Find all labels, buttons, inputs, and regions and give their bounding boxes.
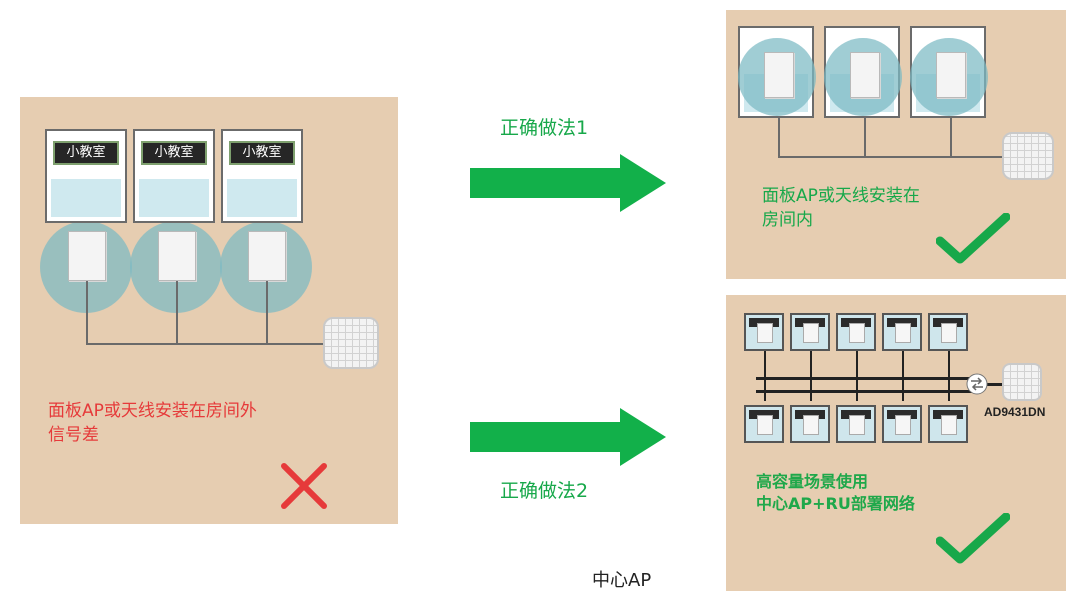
central-ap-device xyxy=(1002,132,1054,180)
cable xyxy=(778,156,1004,158)
cable-bus xyxy=(756,390,976,393)
bottom-label: 中心AP xyxy=(592,570,652,591)
cable xyxy=(950,118,952,158)
panel-ap xyxy=(850,52,880,98)
cable xyxy=(86,343,326,345)
wrong-caption: 面板AP或天线安装在房间外 信号差 xyxy=(48,399,257,447)
classroom-scene xyxy=(51,179,121,217)
mini-room xyxy=(836,405,876,443)
mini-room xyxy=(790,313,830,351)
cable xyxy=(266,281,268,345)
panel-ap xyxy=(68,231,106,281)
room-sign: 小教室 xyxy=(141,141,207,165)
wrong-caption-line2: 信号差 xyxy=(48,425,99,445)
central-ap-device xyxy=(1002,363,1042,401)
classroom-scene xyxy=(227,179,297,217)
method2-label: 正确做法2 xyxy=(500,480,589,502)
cable xyxy=(86,281,88,345)
model-label: AD9431DN xyxy=(984,405,1046,419)
cross-mark-icon xyxy=(281,463,327,509)
cable xyxy=(810,351,812,401)
classroom-scene xyxy=(139,179,209,217)
cable xyxy=(856,351,858,401)
correct-caption-1: 面板AP或天线安装在 房间内 xyxy=(762,184,920,232)
cable xyxy=(176,281,178,345)
correct2-caption-line2: 中心AP+RU部署网络 xyxy=(756,494,915,513)
correct-deployment-panel-1: 面板AP或天线安装在 房间内 xyxy=(726,10,1066,279)
wrong-caption-line1: 面板AP或天线安装在房间外 xyxy=(48,401,257,421)
panel-ap xyxy=(936,52,966,98)
mini-room xyxy=(790,405,830,443)
classroom: 小教室 xyxy=(221,129,303,223)
mini-room xyxy=(744,405,784,443)
cable xyxy=(764,351,766,401)
cable xyxy=(902,351,904,401)
cable-bus xyxy=(756,377,976,380)
central-ap-device xyxy=(323,317,379,369)
classroom: 小教室 xyxy=(133,129,215,223)
switch-icon xyxy=(966,373,988,395)
room-sign: 小教室 xyxy=(53,141,119,165)
panel-ap xyxy=(764,52,794,98)
cable xyxy=(778,118,780,158)
classroom: 小教室 xyxy=(45,129,127,223)
room-sign: 小教室 xyxy=(229,141,295,165)
mini-room xyxy=(882,313,922,351)
cable-bus xyxy=(976,383,1006,386)
arrow-right-icon xyxy=(470,154,666,212)
panel-ap xyxy=(158,231,196,281)
mini-room xyxy=(744,313,784,351)
correct1-caption-line2: 房间内 xyxy=(762,210,813,230)
correct-deployment-panel-2: AD9431DN 高容量场景使用 中心AP+RU部署网络 xyxy=(726,295,1066,591)
cable xyxy=(864,118,866,158)
mini-room xyxy=(928,405,968,443)
method1-label: 正确做法1 xyxy=(500,117,589,139)
mini-room xyxy=(836,313,876,351)
wrong-deployment-panel: 小教室 小教室 小教室 面板AP或天线安装在房间外 信号差 xyxy=(20,97,398,524)
correct2-caption-line1: 高容量场景使用 xyxy=(756,472,869,491)
panel-ap xyxy=(248,231,286,281)
mini-room xyxy=(928,313,968,351)
arrow-right-icon xyxy=(470,408,666,466)
cable xyxy=(948,351,950,401)
correct1-caption-line1: 面板AP或天线安装在 xyxy=(762,186,920,206)
correct-caption-2: 高容量场景使用 中心AP+RU部署网络 xyxy=(756,471,915,515)
check-mark-icon xyxy=(936,513,1010,564)
check-mark-icon xyxy=(936,213,1010,264)
mini-room xyxy=(882,405,922,443)
